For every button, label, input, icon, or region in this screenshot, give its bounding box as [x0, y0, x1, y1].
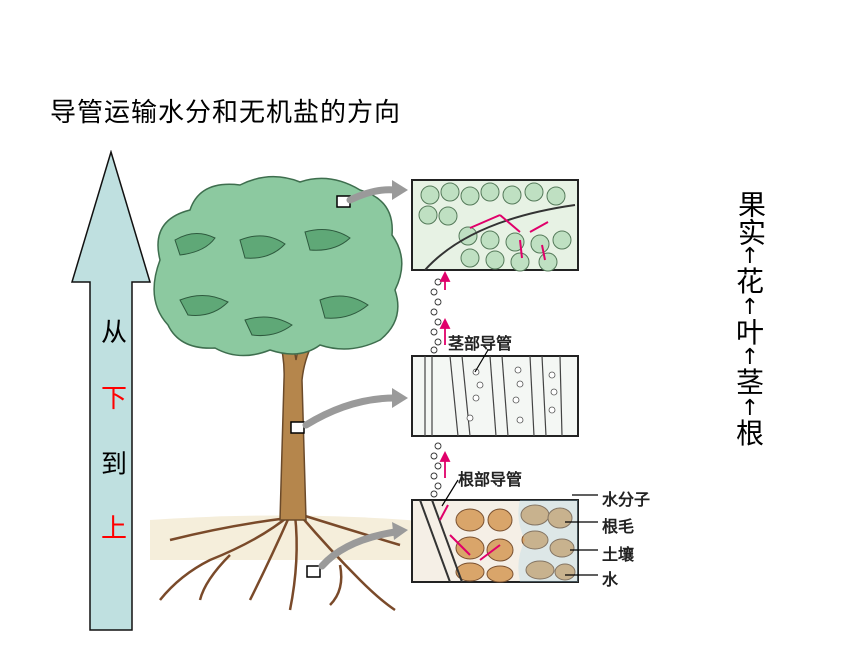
soil-label: 土壤	[602, 545, 635, 564]
organ-leaf: 叶	[735, 315, 764, 349]
direction-char-top: 上	[100, 514, 127, 544]
up-arrow-icon: ↑	[740, 395, 760, 421]
up-arrow-icon: ↑	[740, 244, 760, 269]
organ-fruit: 果实	[734, 190, 767, 246]
organ-sequence: 果实 ↑ 花 ↑ 叶 ↑ 茎 ↑ 根	[733, 190, 767, 448]
organ-root: 根	[735, 416, 764, 450]
direction-char-bottom: 下	[100, 384, 127, 414]
up-arrow-icon: ↑	[740, 345, 760, 371]
water-molecule-label: 水分子	[602, 490, 651, 509]
upward-arrow	[70, 150, 152, 632]
page-title: 导管运输水分和无机盐的方向	[50, 98, 402, 128]
direction-char-from: 从	[100, 318, 127, 348]
root-vessel-label: 根部导管	[458, 470, 523, 489]
organ-flower: 花	[735, 265, 764, 298]
organ-stem: 茎	[735, 366, 764, 400]
root-hair-label: 根毛	[602, 517, 635, 536]
direction-char-to: 到	[100, 450, 127, 480]
water-label: 水	[602, 570, 619, 589]
up-arrow-icon: ↑	[740, 294, 760, 320]
stem-vessel-label: 茎部导管	[448, 334, 513, 353]
